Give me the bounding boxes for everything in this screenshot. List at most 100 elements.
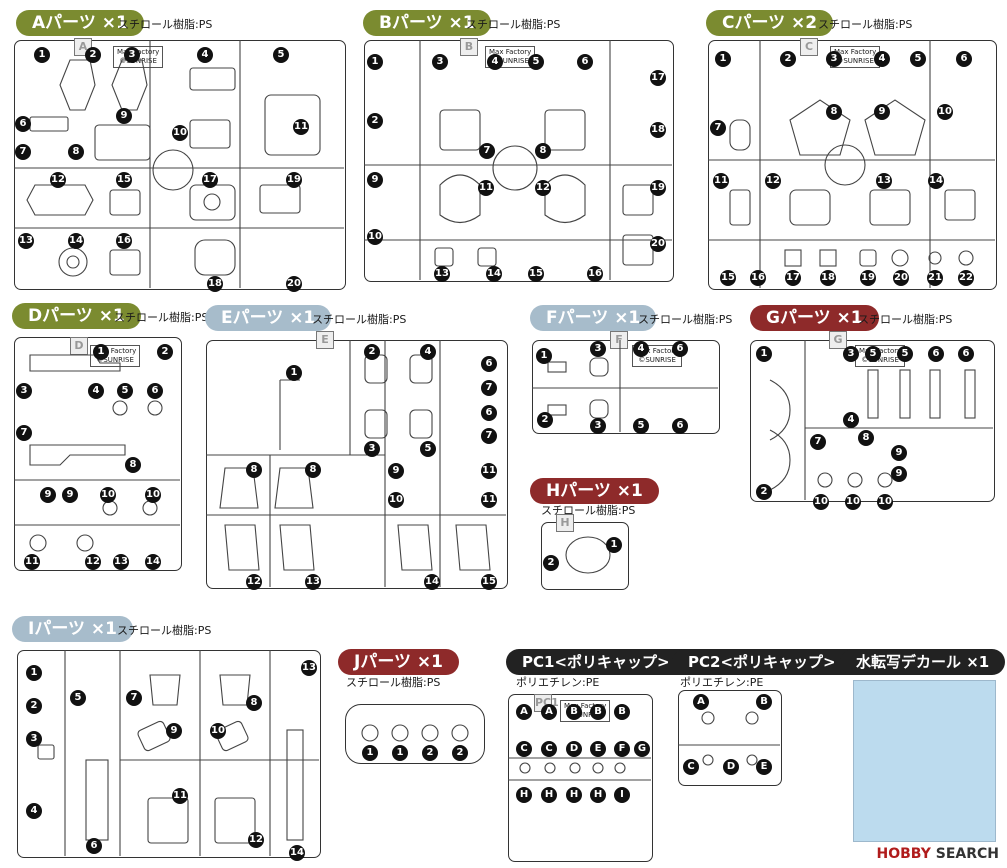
sheet-g-material: スチロール樹脂:PS [858,313,953,326]
sheet-f-part-number: 4 [633,341,649,357]
sheet-g-part-number: 5 [865,346,881,362]
sheet-a-part-number: 3 [124,47,140,63]
sheet-e-part-number: 1 [286,365,302,381]
sheet-h-material: スチロール樹脂:PS [541,504,636,517]
sheet-i-part-number: 2 [26,698,42,714]
sheet-g-title: Gパーツ ×1 [750,305,879,331]
sheet-a-part-number: 2 [85,47,101,63]
sheet-c-part-number: 8 [826,104,842,120]
sheet-c-part-number: 5 [910,51,926,67]
sheet-j-part-number: 1 [392,745,408,761]
sheet-i-part-number: 1 [26,665,42,681]
sheet-i-part-number: 5 [70,690,86,706]
sheet-a-part-number: 6 [15,116,31,132]
sheet-e-part-number: 7 [481,380,497,396]
sheet-b-part-number: 20 [650,236,666,252]
sheet-d-part-number: 6 [147,383,163,399]
sheet-a-part-number: 5 [273,47,289,63]
sheet-f-part-number: 1 [536,348,552,364]
sheet-i-part-number: 10 [210,723,226,739]
runner-h-letter: H [556,514,574,532]
pc1-part-letter: G [634,741,650,757]
sheet-d-part-number: 13 [113,554,129,570]
sheet-i-part-number: 9 [166,723,182,739]
pc1-part-letter: I [614,787,630,803]
sheet-i-part-number: 12 [248,832,264,848]
sheet-pc1-material: ポリエチレン:PE [516,676,600,689]
sheet-i-part-number: 14 [289,845,305,861]
sheet-c-part-number: 10 [937,104,953,120]
sheet-j-material: スチロール樹脂:PS [346,676,441,689]
sheet-c-part-number: 11 [713,173,729,189]
sheet-i-part-number: 8 [246,695,262,711]
sheet-e-part-number: 8 [305,462,321,478]
sheet-g-part-number: 8 [858,430,874,446]
sheet-i-material: スチロール樹脂:PS [117,624,212,637]
sheet-g-part-number: 3 [843,346,859,362]
sheet-a-part-number: 10 [172,125,188,141]
sheet-c-part-number: 14 [928,173,944,189]
pc2-part-letter: D [723,759,739,775]
sheet-c-part-number: 4 [874,51,890,67]
sheet-j-part-number: 2 [422,745,438,761]
sheet-d-part-number: 12 [85,554,101,570]
sheet-d-part-number: 11 [24,554,40,570]
sheet-b-part-number: 18 [650,122,666,138]
sheet-f-title: Fパーツ ×1 [530,305,657,331]
sheet-i-title: Iパーツ ×1 [12,616,133,642]
sheet-a-part-number: 9 [116,108,132,124]
sheet-i-part-number: 3 [26,731,42,747]
sheet-e-part-number: 6 [481,405,497,421]
pc1-part-letter: D [566,741,582,757]
sheet-h-part-number: 1 [606,537,622,553]
runner-f-letter: F [610,331,628,349]
runner-e-letter: E [316,331,334,349]
pc1-part-letter: A [516,704,532,720]
sheet-b-part-number: 19 [650,180,666,196]
sheet-d-part-number: 9 [40,487,56,503]
sheet-i-part-number: 11 [172,788,188,804]
sheet-a-title: Aパーツ ×1 [16,10,144,36]
pc1-part-letter: H [541,787,557,803]
sheet-g-part-number: 10 [813,494,829,510]
sheet-d-part-number: 9 [62,487,78,503]
pc1-part-letter: B [614,704,630,720]
sheet-c-part-number: 18 [820,270,836,286]
sheet-d-title: Dパーツ ×1 [12,303,141,329]
sheet-c-part-number: 19 [860,270,876,286]
sheet-c-part-number: 13 [876,173,892,189]
sheet-b-part-number: 13 [434,266,450,282]
sheet-a-part-number: 16 [116,233,132,249]
pc1-part-letter: C [541,741,557,757]
sheet-a-part-number: 20 [286,276,302,292]
sheet-d-part-number: 14 [145,554,161,570]
sheet-a-part-number: 12 [50,172,66,188]
runner-b-letter: B [460,38,478,56]
sheet-i-part-number: 4 [26,803,42,819]
sheet-decal-title: 水転写デカール ×1 [840,649,1006,675]
sheet-b-part-number: 15 [528,266,544,282]
decal-sheet [853,680,996,842]
sheet-b-part-number: 4 [487,54,503,70]
sheet-b-part-number: 12 [535,180,551,196]
sheet-g-part-number: 9 [891,466,907,482]
sheet-f-part-number: 6 [672,418,688,434]
sheet-d-part-number: 3 [16,383,32,399]
sheet-e-part-number: 6 [481,356,497,372]
sheet-d-part-number: 10 [145,487,161,503]
sheet-e-part-number: 12 [246,574,262,590]
sheet-j-part-number: 1 [362,745,378,761]
pc1-part-letter: B [590,704,606,720]
sheet-e-part-number: 4 [420,344,436,360]
sheet-b-part-number: 7 [479,143,495,159]
sheet-c-part-number: 15 [720,270,736,286]
pc2-part-letter: E [756,759,772,775]
sheet-g-part-number: 5 [897,346,913,362]
runner-pc1-frame [508,694,653,862]
sheet-e-part-number: 11 [481,463,497,479]
pc1-part-letter: H [516,787,532,803]
sheet-b-part-number: 16 [587,266,603,282]
sheet-h-part-number: 2 [543,555,559,571]
sheet-a-part-number: 19 [286,172,302,188]
sheet-d-part-number: 2 [157,344,173,360]
